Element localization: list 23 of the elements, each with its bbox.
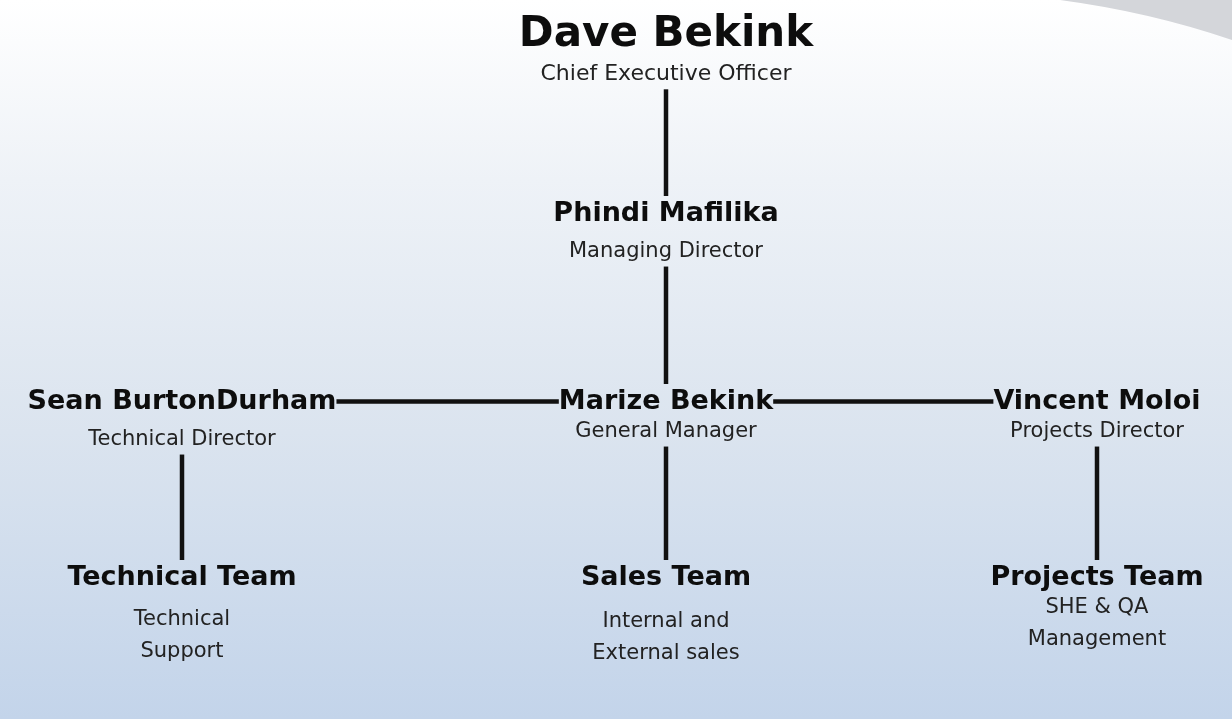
connector-line — [663, 266, 669, 384]
connector-line — [663, 446, 669, 560]
person-name: Phindi Mafilika — [553, 196, 779, 228]
job-title: Managing Director — [569, 237, 763, 265]
connector-line — [1094, 446, 1100, 560]
job-title: Internal and External sales — [591, 607, 741, 666]
connector-line — [663, 89, 669, 196]
job-title: Technical Director — [88, 425, 276, 453]
connector-line — [336, 399, 559, 404]
job-title: Technical Support — [132, 605, 232, 664]
person-name: Sales Team — [580, 560, 752, 592]
job-title: SHE & QA Management — [1026, 593, 1168, 652]
person-name: Sean BurtonDurham — [27, 384, 337, 416]
person-name: Technical Team — [67, 560, 297, 592]
person-name: Marize Bekink — [558, 384, 774, 416]
job-title: Chief Executive Officer — [540, 59, 792, 88]
person-name: Vincent Moloi — [993, 384, 1201, 416]
connector-line — [179, 454, 185, 560]
person-name: Dave Bekink — [518, 8, 814, 57]
job-title: General Manager — [575, 417, 757, 445]
person-name: Projects Team — [990, 560, 1204, 592]
job-title: Projects Director — [1010, 417, 1184, 445]
connector-line — [773, 399, 994, 404]
